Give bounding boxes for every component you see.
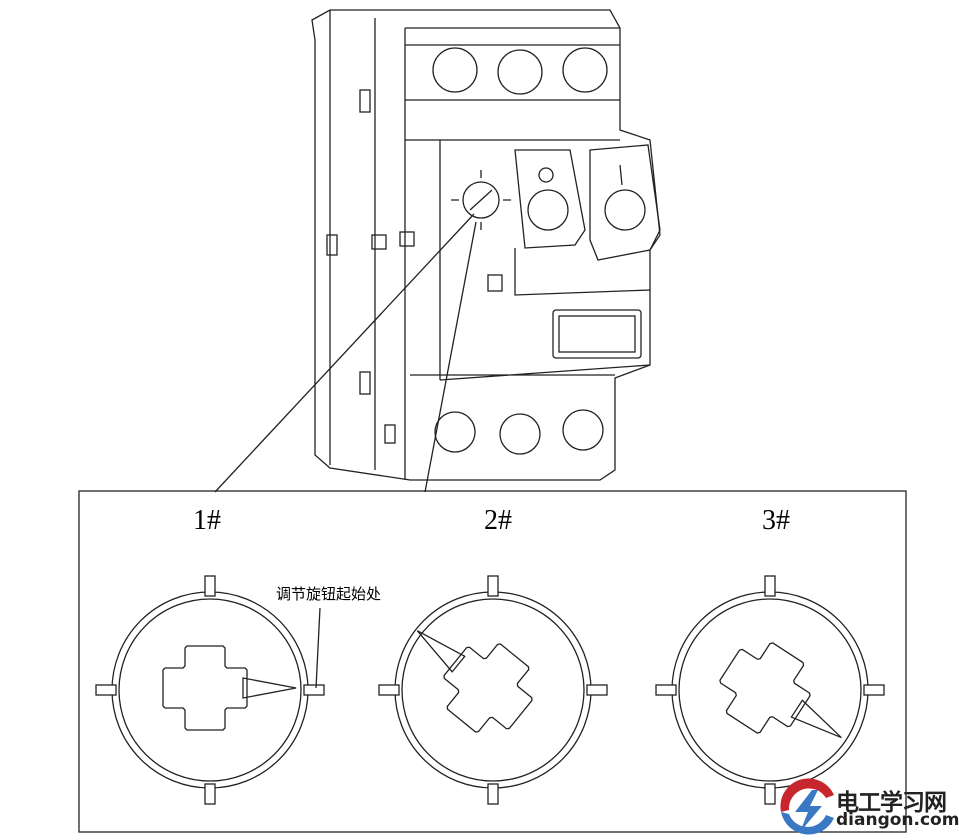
knob-inner-ring (118, 598, 302, 782)
knob-rotor (719, 642, 842, 739)
logo-text-en: diangon.com (836, 810, 959, 830)
cross-slot-icon (162, 645, 248, 731)
scale-tick (487, 575, 499, 597)
scale-tick (655, 684, 677, 696)
scale-tick (764, 575, 776, 597)
pointer-arrow (790, 699, 842, 739)
scale-tick (204, 783, 216, 805)
knob-label-2: 2# (484, 505, 512, 536)
leader-line-1 (214, 213, 475, 493)
pointer-arrow (242, 677, 297, 699)
logo-text-cn: 电工学习网 (836, 790, 947, 816)
cross-slot-icon (443, 643, 533, 733)
scale-tick (863, 684, 885, 696)
logo-icon (780, 778, 834, 835)
scale-tick (303, 684, 325, 696)
scale-tick (487, 783, 499, 805)
knob-outer-ring (111, 591, 309, 789)
knob-outer-ring (394, 591, 592, 789)
start-position-annotation: 调节旋钮起始处 (276, 585, 382, 603)
scale-tick (204, 575, 216, 597)
adjust-knob-small (462, 181, 500, 219)
scale-tick (95, 684, 117, 696)
knob-rotor (416, 630, 533, 733)
knob-inner-ring (678, 598, 862, 782)
scale-tick (586, 684, 608, 696)
knob-2 (378, 575, 608, 805)
annotation-leader (315, 607, 321, 689)
pointer-arrow (416, 630, 466, 673)
knob-1 (95, 575, 325, 805)
cross-slot-icon (719, 642, 811, 734)
scale-tick (764, 783, 776, 805)
knob-label-1: 1# (193, 505, 221, 536)
knob-label-3: 3# (762, 505, 790, 536)
knob-outer-ring (671, 591, 869, 789)
scale-tick (378, 684, 400, 696)
detail-frame (78, 490, 907, 833)
leader-line-2 (424, 221, 477, 493)
circuit-breaker-drawing (311, 9, 661, 481)
knob-3 (655, 575, 885, 805)
knob-rotor (162, 645, 297, 731)
knob-inner-ring (401, 598, 585, 782)
